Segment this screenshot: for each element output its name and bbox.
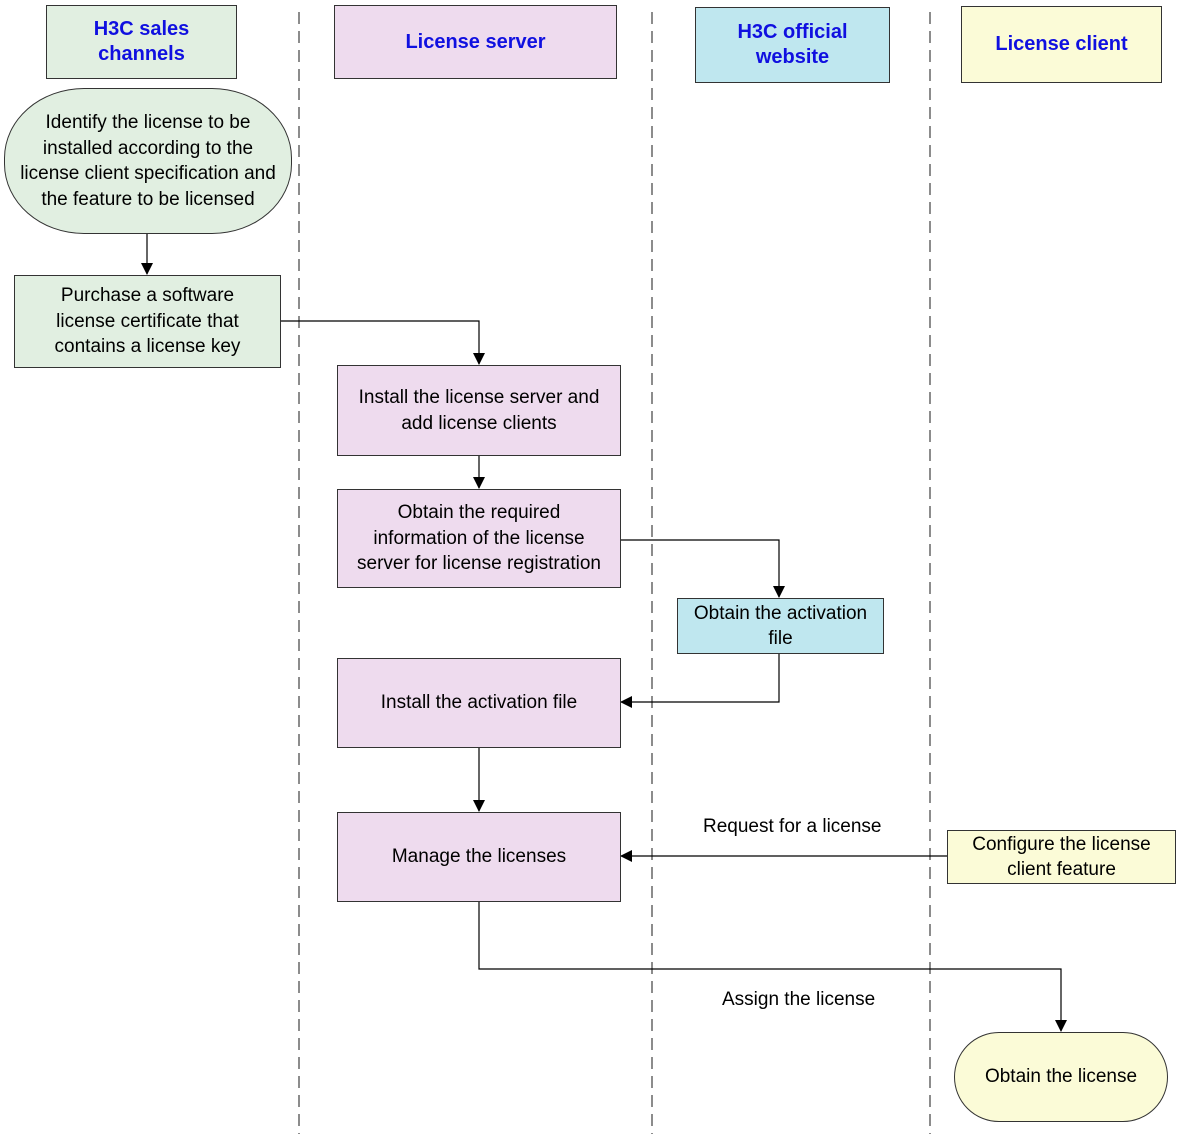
edge-label-assign: Assign the license xyxy=(722,989,876,1010)
step-install-activation-file: Install the activation file xyxy=(337,658,621,748)
step-purchase-certificate: Purchase a software license certificate … xyxy=(14,275,281,368)
step-obtain-activation-file: Obtain the activation file xyxy=(677,598,884,654)
arrow-assign-license xyxy=(478,902,1067,1032)
step-obtain-server-info: Obtain the required information of the l… xyxy=(337,489,621,588)
lane-header-license-client: License client xyxy=(961,6,1162,83)
arrow-obtain-info-to-activation xyxy=(621,539,785,598)
arrow-purchase-to-install-server xyxy=(281,320,485,365)
lane-header-license-server: License server xyxy=(334,5,617,79)
lane-header-official-website: H3C official website xyxy=(695,7,890,83)
step-configure-client-feature: Configure the license client feature xyxy=(947,830,1176,884)
step-install-license-server: Install the license server and add licen… xyxy=(337,365,621,456)
step-obtain-license: Obtain the license xyxy=(954,1032,1168,1122)
step-identify-license: Identify the license to be installed acc… xyxy=(4,88,292,234)
edge-label-request: Request for a license xyxy=(703,816,882,837)
arrow-activation-to-install xyxy=(620,654,780,708)
step-manage-licenses: Manage the licenses xyxy=(337,812,621,902)
lane-header-sales-channels: H3C sales channels xyxy=(46,5,237,79)
